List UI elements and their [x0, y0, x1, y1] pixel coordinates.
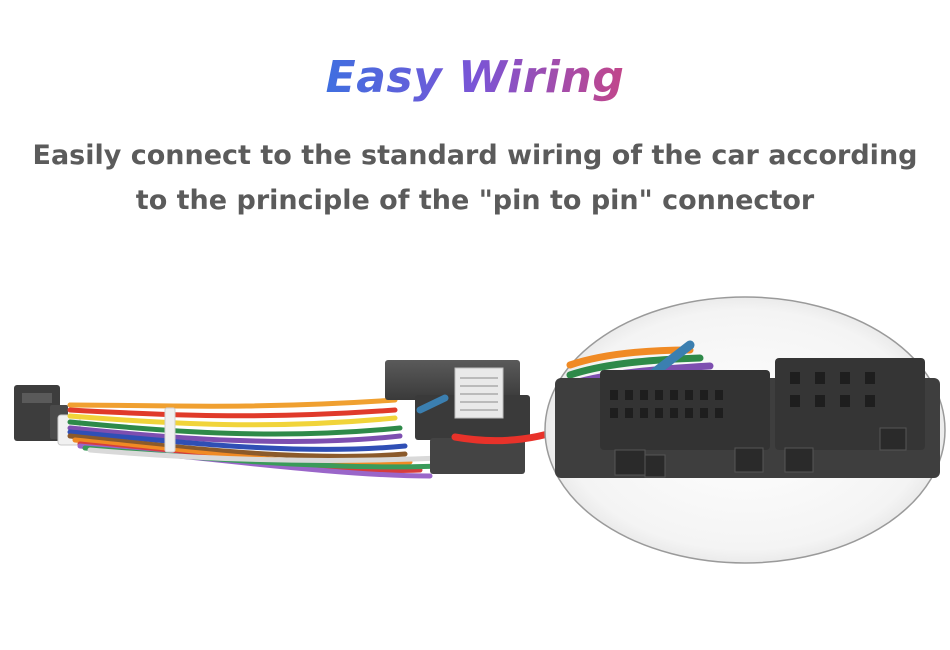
page-title: Easy Wiring: [0, 48, 950, 108]
title-text: Easy Wiring: [325, 52, 625, 103]
connector-closeup-icon: [544, 296, 946, 564]
subtitle-line-2: to the principle of the "pin to pin" con…: [135, 185, 815, 216]
wiring-harness-icon: [14, 360, 530, 479]
subtitle-line-1: Easily connect to the standard wiring of…: [32, 140, 918, 171]
wiring-illustration: [14, 296, 946, 564]
